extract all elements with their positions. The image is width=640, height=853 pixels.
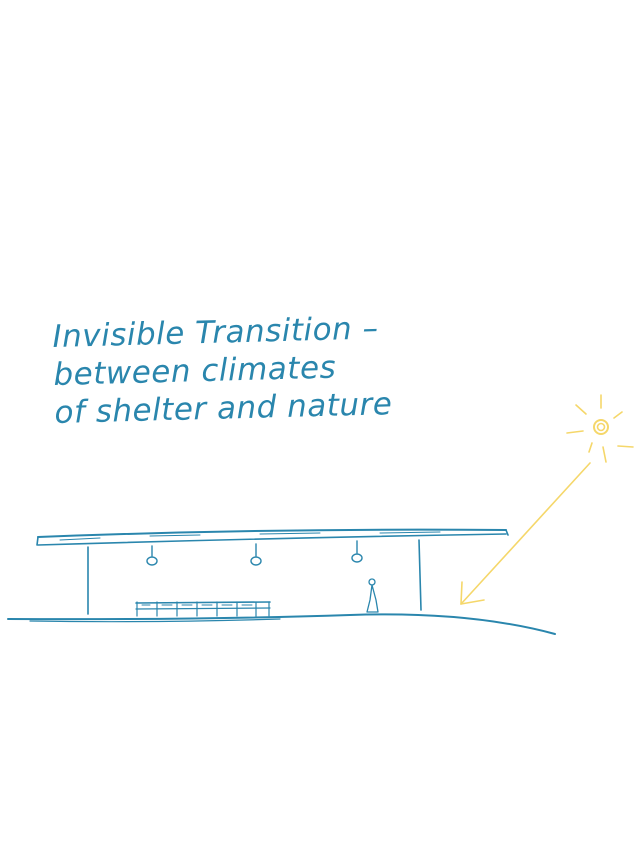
dining-table: [135, 601, 271, 617]
pendant-lamp-icon: [351, 540, 363, 563]
ground-line: [7, 613, 556, 635]
person-figure-icon: [366, 578, 379, 613]
pendant-lamp-icon: [250, 543, 262, 566]
roof: [36, 528, 509, 546]
columns: [87, 539, 422, 615]
pendant-lamp-icon: [146, 545, 158, 566]
arrow-down-left-icon: [460, 462, 591, 605]
sun-icon: [566, 394, 634, 463]
